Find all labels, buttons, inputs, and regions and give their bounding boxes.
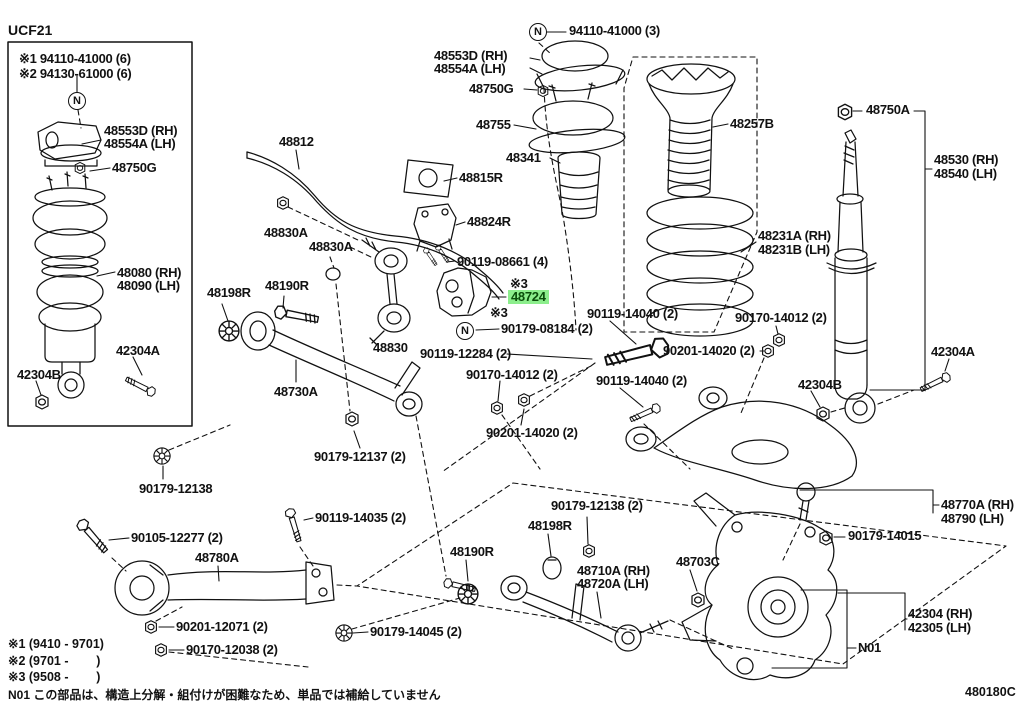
part-label: 48720A (LH) [577, 576, 649, 591]
leader-lines [35, 31, 950, 651]
note-n01: N01 この部品は、構造上分解・組付けが困難なため、単品では補給していません [8, 688, 441, 702]
part-label: 90201-14020 (2) [663, 343, 755, 358]
footnote-1: ※1 (9410 - 9701) [8, 637, 104, 651]
knuckle-drawing [681, 492, 838, 681]
part-label: 48770A (RH) [941, 497, 1014, 512]
part-label: 48554A (LH) [104, 136, 176, 151]
dashed-lines [77, 42, 1007, 668]
part-label: 48830A [264, 225, 308, 240]
part-label: 90201-14020 (2) [486, 425, 578, 440]
part-label: 48190R [450, 544, 494, 559]
part-label: 48190R [265, 278, 309, 293]
part-label: N01 [858, 640, 881, 655]
part-label: 48755 [476, 117, 511, 132]
part-label: 42304B [17, 367, 61, 382]
lower-link-drawing [442, 544, 669, 652]
circled-n-symbol: N [456, 322, 474, 340]
part-label: 48198R [207, 285, 251, 300]
part-label: 42305 (LH) [908, 620, 971, 635]
part-label: 48090 (LH) [117, 278, 180, 293]
air-strut-drawing [32, 121, 158, 410]
part-label: 48540 (LH) [934, 166, 997, 181]
part-label: 90170-12038 (2) [186, 642, 278, 657]
part-label: 90179-12137 (2) [314, 449, 406, 464]
part-label: 48341 [506, 150, 541, 165]
part-label: 48231A (RH) [758, 228, 831, 243]
part-label: 90179-14015 [848, 528, 922, 543]
support-mount-drawing [528, 40, 626, 220]
part-label: 48198R [528, 518, 572, 533]
part-label: 90119-14040 (2) [587, 306, 678, 321]
part-label: 48530 (RH) [934, 152, 999, 167]
dust-cover-drawing [646, 63, 736, 198]
bracket-48724-drawing [436, 267, 492, 317]
part-label: 90179-12138 [139, 481, 213, 496]
footnote-3: ※3 (9508 - ) [8, 670, 101, 684]
part-label: 90201-12071 (2) [176, 619, 268, 634]
highlighted-part-48724: 48724 [508, 290, 549, 304]
part-label: 48080 (RH) [117, 265, 182, 280]
figure-code: 480180C [965, 685, 1016, 699]
circled-n-symbol: N [68, 92, 86, 110]
part-label: 48703C [676, 554, 720, 569]
part-label: 48812 [279, 134, 314, 149]
strut-rod-drawing [153, 303, 423, 465]
bracket-lines [771, 110, 940, 669]
part-label: 42304B [798, 377, 842, 392]
footnote-2: ※2 (9701 - ) [8, 654, 101, 668]
part-label: 90179-14045 (2) [370, 624, 462, 639]
part-label: 48830 [373, 340, 408, 355]
part-label: 48824R [467, 214, 511, 229]
part-label: 94110-41000 (3) [569, 23, 660, 38]
part-label: 48554A (LH) [434, 61, 506, 76]
part-label: 48790 (LH) [941, 511, 1004, 526]
inset-box [7, 41, 193, 427]
part-label: 90179-12138 (2) [551, 498, 643, 513]
upper-arm-drawing [625, 386, 857, 521]
part-label: 48830A [309, 239, 353, 254]
part-label: ※1 94110-41000 (6) [19, 51, 131, 66]
coil-spring-drawing [646, 196, 754, 337]
part-label: 48710A (RH) [577, 563, 650, 578]
part-label: 90119-12284 (2) [420, 346, 511, 361]
part-label: 48553D (RH) [434, 48, 508, 63]
part-label: ※2 94130-61000 (6) [19, 66, 132, 81]
part-label: 90179-08184 (2) [501, 321, 593, 336]
part-label: 48553D (RH) [104, 123, 178, 138]
part-label: 42304A [931, 344, 975, 359]
part-label: 90170-14012 (2) [466, 367, 558, 382]
part-label: 90105-12277 (2) [131, 530, 223, 545]
stabilizer-bar-drawing [246, 151, 504, 300]
part-label: 48231B (LH) [758, 242, 830, 257]
part-label: 90119-14035 (2) [315, 510, 406, 525]
shock-absorber-drawing [816, 103, 953, 424]
part-label: ※3 [510, 276, 528, 291]
part-label: 90170-14012 (2) [735, 310, 827, 325]
page-title-model-code: UCF21 [8, 22, 53, 38]
part-label: 90119-14040 (2) [596, 373, 687, 388]
stabilizer-link-drawing [361, 237, 411, 345]
part-label: ※3 [490, 305, 508, 320]
part-label: 48815R [459, 170, 503, 185]
part-label: 48750G [469, 81, 514, 96]
part-label: 48750G [112, 160, 157, 175]
part-label: 48730A [274, 384, 318, 399]
lower-arm-drawing [74, 506, 353, 657]
part-label: 48780A [195, 550, 239, 565]
part-label: 42304A [116, 343, 160, 358]
part-label: 42304 (RH) [908, 606, 973, 621]
part-label: 48750A [866, 102, 910, 117]
part-label: 90119-08661 (4) [457, 254, 548, 269]
circled-n-symbol: N [529, 23, 547, 41]
part-label: 48257B [730, 116, 774, 131]
